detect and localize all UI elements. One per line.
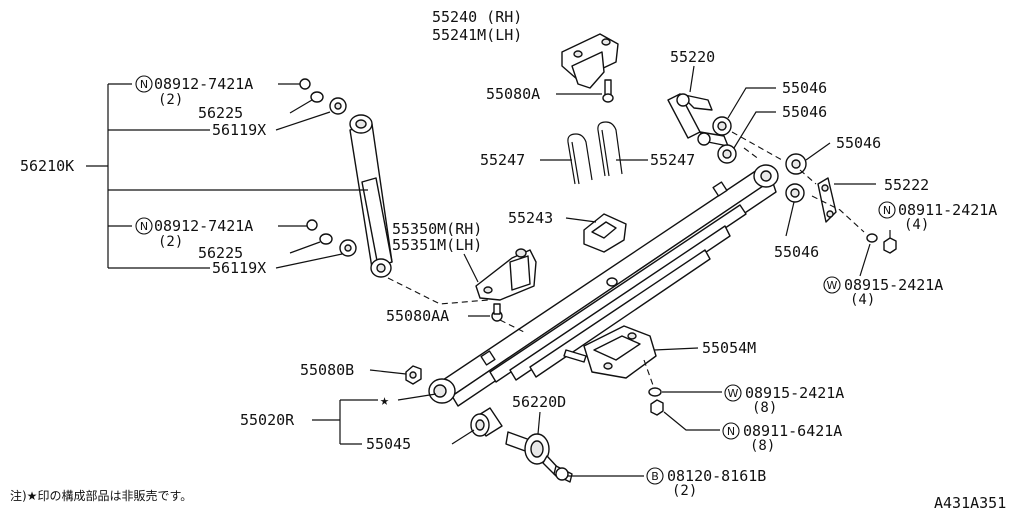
prefix-n-right: N [883,204,891,217]
front-pin-56220D [505,431,561,477]
qty-08912-bottom: (2) [158,234,183,250]
label-55243: 55243 [508,209,553,227]
label-55080A: 55080A [486,85,540,103]
label-55080B: 55080B [300,361,354,379]
label-08915-2421A-right: 08915-2421A [844,276,943,294]
label-55046-c: 55046 [836,134,881,152]
label-08915-2421A-bottom: 08915-2421A [745,384,844,402]
label-55220: 55220 [670,48,715,66]
label-55351M: 55351M(LH) [392,236,482,254]
u-bolts-55247 [567,121,623,185]
label-56225-top: 56225 [198,104,243,122]
label-55080AA: 55080AA [386,307,449,325]
pad-55243 [583,213,627,253]
star-mark: ★ [380,391,389,409]
prefix-w-bottom: W [728,387,739,400]
bolt-55080AA [491,303,503,322]
label-56210K: 56210K [20,157,74,175]
leaf-spring-55020R [428,164,779,407]
bolt-08120 [553,465,573,483]
nut-55080B [405,365,422,385]
label-55247-right: 55247 [650,151,695,169]
label-08911-6421A: 08911-6421A [743,422,842,440]
leader-lines [86,65,891,477]
bracket-55350 [475,248,537,301]
label-55020R: 55020R [240,411,295,429]
label-55045: 55045 [366,435,411,453]
prefix-circles: N N N W W N B [135,75,896,485]
label-55054M: 55054M [702,339,756,357]
prefix-n-top: N [140,78,148,91]
qty-08915-2421A-right: (4) [850,292,875,308]
diagram-code: A431A351 [934,494,1006,512]
qty-08912-top: (2) [158,92,183,108]
qty-08120: (2) [672,483,697,499]
label-08912-bottom: 08912-7421A [154,217,253,235]
label-56119X-bottom: 56119X [212,259,266,277]
prefix-w-right: W [827,279,838,292]
label-56119X-top: 56119X [212,121,266,139]
prefix-n-6421: N [727,425,735,438]
prefix-n-bottom: N [140,220,148,233]
prefix-b-08120: B [651,470,659,483]
label-55046-b: 55046 [782,103,827,121]
qty-08911-2421A: (4) [904,217,929,233]
label-55350M: 55350M(RH) [392,220,482,238]
label-56220D: 56220D [512,393,566,411]
shock-bottom-hardware [306,219,357,257]
shock-top-hardware [299,78,347,115]
dashed-assembly-lines [387,131,865,389]
label-55046-a: 55046 [782,79,827,97]
label-08912-top: 08912-7421A [154,75,253,93]
shackle-plate-55222 [817,177,837,223]
label-56225-bottom: 56225 [198,244,243,262]
footnote: 注)★印の構成部品は非販売です。 [10,488,192,503]
label-55247-left: 55247 [480,151,525,169]
shackle-55220 [667,93,729,147]
label-55240: 55240 (RH) [432,8,522,26]
shock-absorber-56210K [349,114,393,278]
bracket-55240 [561,33,619,103]
label-55046-d: 55046 [774,243,819,261]
qty-08915-2421A-bottom: (8) [752,400,777,416]
label-55222: 55222 [884,176,929,194]
label-08911-2421A: 08911-2421A [898,201,997,219]
washer-nut-lower [648,387,664,416]
label-08120: 08120-8161B [667,467,766,485]
label-55241M: 55241M(LH) [432,26,522,44]
washer-nut-right [866,233,897,254]
bushing-55045 [470,407,503,437]
bushings-55046 [712,116,807,203]
qty-08911-6421A: (8) [750,438,775,454]
plate-55054M [563,325,657,379]
part-labels: 55240 (RH) 55241M(LH) 55080A 55220 55046… [20,8,997,499]
